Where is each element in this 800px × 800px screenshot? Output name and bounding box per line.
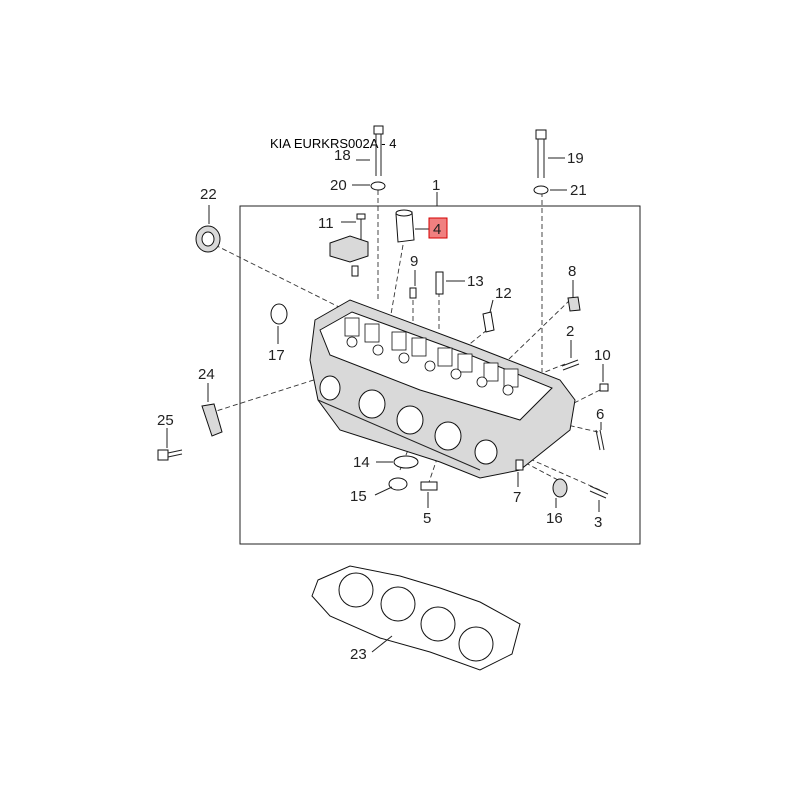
highlight-box-4 [428,217,448,239]
callout-2[interactable]: 2 [566,323,574,340]
callout-11[interactable]: 11 [318,215,334,232]
part-25-bolt [157,449,183,461]
cylinder-head [309,299,576,479]
part-24-bracket [201,403,223,437]
callout-19[interactable]: 19 [567,150,584,167]
callout-1[interactable]: 1 [432,177,440,194]
part-18-head-bolt [373,125,384,176]
callout-5[interactable]: 5 [423,510,431,527]
callout-16[interactable]: 16 [546,510,563,527]
callout-leaders [166,157,604,653]
callout-3[interactable]: 3 [594,514,602,531]
callout-22[interactable]: 22 [200,186,217,203]
part-22-oil-seal [195,225,221,253]
callout-12[interactable]: 12 [495,285,512,302]
part-10-bolt [599,383,609,392]
assembly-frame [239,205,641,545]
part-11-cam-cap-bolt [329,213,369,277]
callout-numbers[interactable]: 1 2 3 4 5 6 7 8 9 10 11 12 13 14 15 16 1… [157,147,611,663]
callout-15[interactable]: 15 [350,488,367,505]
callout-20[interactable]: 20 [330,177,347,194]
callout-8[interactable]: 8 [568,263,576,280]
part-3-stud [589,485,609,499]
callout-14[interactable]: 14 [353,454,370,471]
part-12-stem-seal [482,311,495,333]
diagram-code-label: KIA EURKRS002A - 4 [270,136,396,151]
part-20-washer [370,181,386,191]
part-4-valve-lifter [395,209,415,243]
callout-4[interactable]: 4 [433,221,441,238]
part-15-seal [388,477,408,491]
callout-21[interactable]: 21 [570,182,587,199]
part-2-stud-bolt [561,359,580,371]
callout-17[interactable]: 17 [268,347,285,364]
callout-25[interactable]: 25 [157,412,174,429]
callout-10[interactable]: 10 [594,347,611,364]
callout-9[interactable]: 9 [410,253,418,270]
part-6-stud [595,429,605,451]
callout-24[interactable]: 24 [198,366,215,383]
part-5-stud [420,481,438,491]
part-16-plug [552,478,568,498]
part-8-cap-plug [567,296,581,312]
part-17-plug [270,303,288,325]
callout-23[interactable]: 23 [350,646,367,663]
part-13-valve-guide [435,271,444,295]
callout-13[interactable]: 13 [467,273,484,290]
callout-6[interactable]: 6 [596,406,604,423]
part-21-washer [533,185,549,195]
part-23-head-gasket [311,565,521,671]
part-19-head-bolt [535,129,547,178]
part-9-pin [409,287,417,299]
callout-7[interactable]: 7 [513,489,521,506]
callout-18[interactable]: 18 [334,147,351,164]
part-14-o-ring [393,455,419,469]
part-7-fitting [515,459,524,471]
